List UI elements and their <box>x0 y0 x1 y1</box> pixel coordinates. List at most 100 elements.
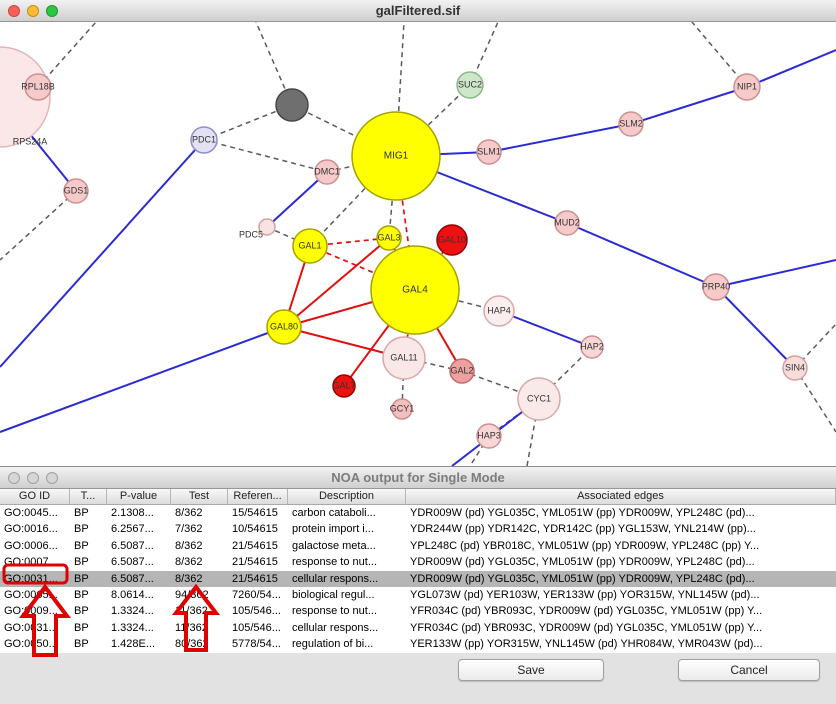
table-cell: galactose meta... <box>292 539 376 552</box>
table-cell: GO:0031... <box>4 572 58 585</box>
network-node-sin4[interactable] <box>782 355 808 381</box>
network-node-rps24a[interactable] <box>0 46 51 148</box>
table-cell: 8/362 <box>175 572 203 585</box>
table-cell: 8.0614... <box>111 588 154 601</box>
zoom-button[interactable] <box>46 472 58 484</box>
network-node-gal11[interactable] <box>382 336 426 380</box>
network-node-gray1[interactable] <box>275 88 309 122</box>
network-edge <box>395 84 471 157</box>
table-cell: 94/362 <box>175 588 209 601</box>
network-node-dmc1[interactable] <box>314 159 340 185</box>
column-header-go-id[interactable]: GO ID <box>0 489 70 504</box>
network-canvas[interactable]: RPS24ARPL18BGDS1PDC1DMC1MIG1SUC2SLM1SLM2… <box>0 22 836 466</box>
minimize-button[interactable] <box>27 5 39 17</box>
table-cell: BP <box>74 638 89 651</box>
network-edge <box>203 104 293 141</box>
table-cell: 6.5087... <box>111 539 154 552</box>
network-edge <box>498 310 593 348</box>
network-node-mud2[interactable] <box>554 210 580 236</box>
network-node-gds1[interactable] <box>63 178 89 204</box>
network-node-label: SIN4 <box>785 362 805 372</box>
table-cell: cellular respons... <box>292 621 379 634</box>
table-cell: GO:0050... <box>4 638 58 651</box>
table-cell: response to nut... <box>292 605 377 618</box>
network-node-gal2[interactable] <box>449 358 475 384</box>
network-node-label: GAL11 <box>390 352 417 362</box>
column-header-test[interactable]: Test <box>171 489 228 504</box>
table-cell: 6.5087... <box>111 572 154 585</box>
close-button[interactable] <box>8 5 20 17</box>
table-cell: BP <box>74 539 89 552</box>
network-node-hap3[interactable] <box>476 423 502 449</box>
network-node-pdc5[interactable] <box>258 218 276 236</box>
save-button[interactable]: Save <box>458 659 604 681</box>
network-node-nip1[interactable] <box>733 73 761 101</box>
column-header-t[interactable]: T... <box>70 489 107 504</box>
network-node-label: GAL10 <box>438 234 466 244</box>
table-cell: YDR009W (pd) YGL035C, YML051W (pp) YDR00… <box>410 572 755 585</box>
network-node-label: GDS1 <box>64 185 89 195</box>
zoom-button[interactable] <box>46 5 58 17</box>
network-node-mig1[interactable] <box>351 111 441 201</box>
table-cell: BP <box>74 507 89 519</box>
table-cell: 11/362 <box>175 621 208 634</box>
network-node-label: CYC1 <box>527 393 551 403</box>
column-header-p-value[interactable]: P-value <box>107 489 171 504</box>
network-node-gal4[interactable] <box>370 245 460 335</box>
network-node-gal10[interactable] <box>436 224 468 256</box>
network-node-gal3[interactable] <box>376 225 402 251</box>
network-node-label: HAP2 <box>580 341 604 351</box>
network-node-pdc1[interactable] <box>190 126 218 154</box>
noa-window-title: NOA output for Single Mode <box>331 470 505 485</box>
table-cell: 21/54615 <box>232 539 278 552</box>
close-button[interactable] <box>8 472 20 484</box>
table-cell: response to nut... <box>292 556 377 569</box>
network-node-prp40[interactable] <box>702 273 730 301</box>
column-header-description[interactable]: Description <box>288 489 406 504</box>
network-window-titlebar[interactable]: galFiltered.sif <box>0 0 836 22</box>
network-node-cyc1[interactable] <box>517 377 561 421</box>
minimize-button[interactable] <box>27 472 39 484</box>
table-cell: 105/546... <box>232 621 281 634</box>
network-node-gcy1[interactable] <box>391 398 413 420</box>
column-header-referen[interactable]: Referen... <box>228 489 288 504</box>
table-cell: YFR034C (pd) YBR093C, YDR009W (pd) YGL03… <box>410 621 763 634</box>
network-node-gal80[interactable] <box>266 309 302 345</box>
network-node-label: GCY1 <box>390 403 415 413</box>
network-edge <box>203 139 328 173</box>
column-header-associated-edges[interactable]: Associated edges <box>406 489 836 504</box>
table-cell: 11/362 <box>175 605 208 618</box>
network-node-slm1[interactable] <box>476 139 502 165</box>
table-cell: 7/362 <box>175 523 203 536</box>
network-edge <box>0 190 77 261</box>
network-node-suc2[interactable] <box>456 71 484 99</box>
noa-window-titlebar[interactable]: NOA output for Single Mode <box>0 467 836 489</box>
table-cell: 6.2567... <box>111 523 154 536</box>
network-node-gal1[interactable] <box>292 228 328 264</box>
network-node-gal7[interactable] <box>332 374 356 398</box>
network-node-slm2[interactable] <box>618 111 644 137</box>
network-node-label: GAL80 <box>270 321 298 331</box>
network-node-rpl18b[interactable] <box>24 73 52 101</box>
table-cell: GO:0007... <box>4 556 58 569</box>
table-cell: YDR009W (pd) YGL035C, YML051W (pp) YDR00… <box>410 507 755 519</box>
network-window-title: galFiltered.sif <box>375 3 461 18</box>
cancel-button[interactable]: Cancel <box>678 659 820 681</box>
table-cell: BP <box>74 572 89 585</box>
network-node-hap2[interactable] <box>580 335 604 359</box>
table-cell: 8/362 <box>175 539 203 552</box>
table-cell: 80/362 <box>175 638 209 651</box>
table-cell: BP <box>74 556 89 569</box>
network-node-hap4[interactable] <box>483 295 515 327</box>
